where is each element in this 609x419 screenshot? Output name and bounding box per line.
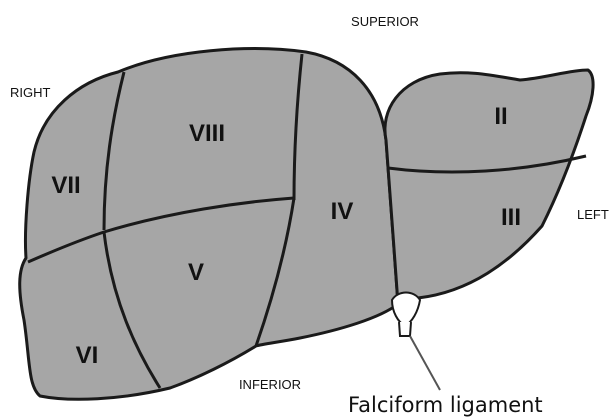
segment-label-ii: II <box>494 103 507 130</box>
direction-label-left: LEFT <box>577 207 609 222</box>
direction-label-superior: SUPERIOR <box>351 14 419 29</box>
segment-label-viii: VIII <box>189 120 225 147</box>
ligament-stalk <box>399 322 411 336</box>
falciform-ligament-label: Falciform ligament <box>348 393 543 417</box>
segment-label-iv: IV <box>331 198 354 225</box>
direction-label-inferior: INFERIOR <box>239 377 301 392</box>
segment-label-vii: VII <box>51 172 80 199</box>
segment-label-iii: III <box>501 204 521 231</box>
direction-label-right: RIGHT <box>10 85 51 100</box>
segment-label-v: V <box>188 259 204 286</box>
segment-label-vi: VI <box>76 342 99 369</box>
left-lobe-outline <box>385 70 593 304</box>
annotation-pointer-line <box>410 336 440 390</box>
falciform-ligament-shape <box>392 293 420 327</box>
